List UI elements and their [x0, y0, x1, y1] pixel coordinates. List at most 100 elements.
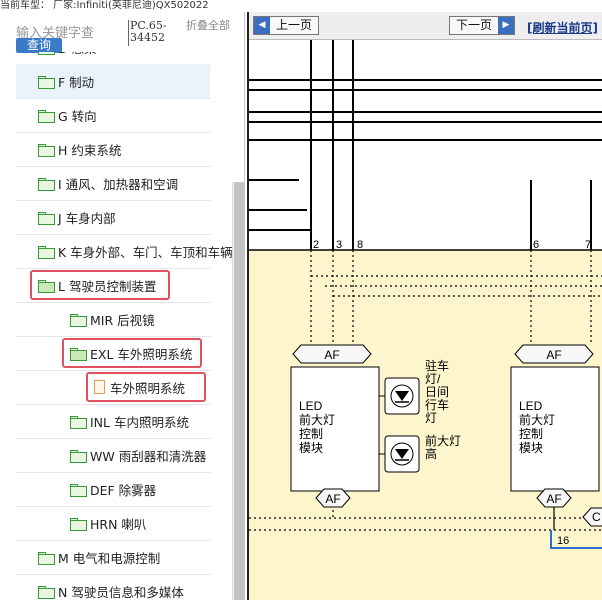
folder-icon	[70, 517, 87, 531]
prev-page-button[interactable]: ◀ 上一页	[253, 16, 320, 35]
tree-scrollbar[interactable]	[232, 182, 245, 600]
tree-divider	[16, 370, 211, 371]
connector-tag-right-top: AF	[514, 344, 594, 364]
tree-divider	[16, 98, 211, 99]
pin-label: 8	[357, 239, 363, 251]
tree-divider	[16, 472, 211, 473]
harness-lines-top	[249, 79, 602, 231]
tree-item[interactable]: N 驾驶员信息和多媒体	[38, 574, 184, 600]
tree-item[interactable]: EXL 车外照明系统	[70, 336, 192, 370]
harness-lines-vertical	[310, 40, 592, 250]
tree-item[interactable]: MIR 后视镜	[70, 302, 155, 336]
tree-item[interactable]: I 通风、加热器和空调	[38, 166, 178, 200]
tree-divider	[16, 506, 211, 507]
led-headlamp-module-right	[510, 366, 600, 492]
folder-icon	[38, 75, 55, 89]
tree-scrollbar-thumb[interactable]	[234, 182, 245, 600]
connector-tag-label: AF	[546, 348, 561, 362]
folder-open-icon	[70, 347, 87, 361]
tree-divider	[16, 336, 211, 337]
collapse-all-link[interactable]: 折叠全部	[186, 19, 230, 32]
connector-tag-label: AF	[546, 492, 561, 506]
wiring-diagram: 2 3 8 6 7 AF	[249, 40, 602, 600]
tree-divider	[16, 574, 211, 575]
diagram-pane: ◀ 上一页 下一页 ▶ [刷新当前页]	[247, 12, 602, 600]
tree-item[interactable]: DEF 除雾器	[70, 472, 156, 506]
internal-wiring	[249, 250, 602, 531]
tree-item[interactable]: 车外照明系统	[94, 370, 185, 404]
folder-icon	[38, 109, 55, 123]
parking-drl-lamp-label: 驻车灯/日间行车灯	[425, 358, 449, 425]
tree-item[interactable]: F 制动	[16, 64, 210, 98]
folder-icon	[38, 52, 55, 55]
right-edge-connector: C	[582, 507, 602, 527]
pc-code: PC.65- 34452	[128, 20, 167, 46]
next-page-label: 下一页	[456, 18, 493, 32]
tree-item-label: D 悬架	[58, 52, 97, 57]
tree-item[interactable]: G 转向	[38, 98, 97, 132]
tree-item-label: I 通风、加热器和空调	[58, 176, 179, 192]
pin-label: 6	[533, 239, 539, 251]
arrow-right-icon: ▶	[498, 17, 515, 34]
led-lamp-symbol-bottom	[379, 435, 420, 473]
folder-icon	[38, 551, 55, 565]
folder-open-icon	[38, 279, 55, 293]
page-toolbar: ◀ 上一页 下一页 ▶ [刷新当前页]	[249, 12, 602, 40]
tree-item-label: H 约束系统	[58, 142, 122, 158]
tree-divider	[16, 302, 211, 303]
tree-item-label: L 驾驶员控制装置	[58, 278, 157, 294]
refresh-page-link[interactable]: [刷新当前页]	[527, 21, 598, 35]
connector-tag-left-bottom: AF	[315, 488, 351, 508]
keyword-input[interactable]: 输入关键字查	[16, 26, 95, 41]
tree-item[interactable]: WW 雨刮器和清洗器	[70, 438, 206, 472]
next-page-button[interactable]: 下一页 ▶	[449, 16, 516, 35]
tree-item[interactable]: D 悬架	[38, 52, 97, 64]
tree-item-label: EXL 车外照明系统	[90, 346, 193, 362]
tree-divider	[16, 438, 211, 439]
folder-icon	[70, 449, 87, 463]
tree-item-label: N 驾驶员信息和多媒体	[58, 584, 184, 600]
blue-signal-wire	[550, 530, 602, 549]
folder-icon	[38, 245, 55, 259]
connector-tag-label: AF	[324, 348, 339, 362]
search-area: 输入关键字查 查询 PC.65- 34452 折叠全部	[0, 12, 245, 53]
vehicle-status-line: 当前车型： 厂家:Infiniti(英菲尼迪)QX502022	[0, 0, 602, 12]
led-headlamp-module-left	[290, 366, 380, 492]
right-edge-tag-label: C	[592, 510, 601, 524]
folder-icon	[38, 585, 55, 599]
highlight-box	[86, 372, 206, 402]
tree-item-label: INL 车内照明系统	[90, 414, 189, 430]
tree-item-label: 车外照明系统	[110, 380, 186, 396]
tree-item[interactable]: HRN 喇叭	[70, 506, 146, 540]
pin-label: 7	[585, 239, 591, 251]
tree-item-label: G 转向	[58, 108, 97, 124]
highlight-box	[62, 338, 202, 368]
connector-tag-left-top: AF	[292, 344, 372, 364]
tree-item-label: M 电气和电源控制	[58, 550, 161, 566]
tree-divider	[16, 540, 211, 541]
tree-item[interactable]: K 车身外部、车门、车顶和车辆	[38, 234, 232, 268]
connector-tag-right-bottom: AF	[536, 488, 572, 508]
document-icon	[94, 380, 105, 394]
tree-item-label: DEF 除雾器	[90, 482, 157, 498]
query-button[interactable]: 查询	[16, 38, 62, 53]
pin-label: 2	[313, 239, 319, 251]
folder-icon	[70, 415, 87, 429]
navigation-pane: 输入关键字查 查询 PC.65- 34452 折叠全部 D 悬架 F 制动 G 转向…	[0, 12, 245, 600]
tree-item-label: HRN 喇叭	[90, 516, 147, 532]
pin-label: 16	[557, 535, 569, 547]
tree-item[interactable]: M 电气和电源控制	[38, 540, 160, 574]
tree-item[interactable]: H 约束系统	[38, 132, 121, 166]
tree-item-label: MIR 后视镜	[90, 312, 155, 328]
tree-item[interactable]: J 车身内部	[38, 200, 116, 234]
led-lamp-symbol-top	[379, 377, 420, 415]
prev-page-label: 上一页	[276, 18, 313, 32]
headlamp-high-label: 前大灯高	[425, 433, 461, 461]
tree-item[interactable]: L 驾驶员控制装置	[38, 268, 156, 302]
folder-icon	[38, 143, 55, 157]
folder-icon	[38, 177, 55, 191]
tree-item[interactable]: INL 车内照明系统	[70, 404, 189, 438]
